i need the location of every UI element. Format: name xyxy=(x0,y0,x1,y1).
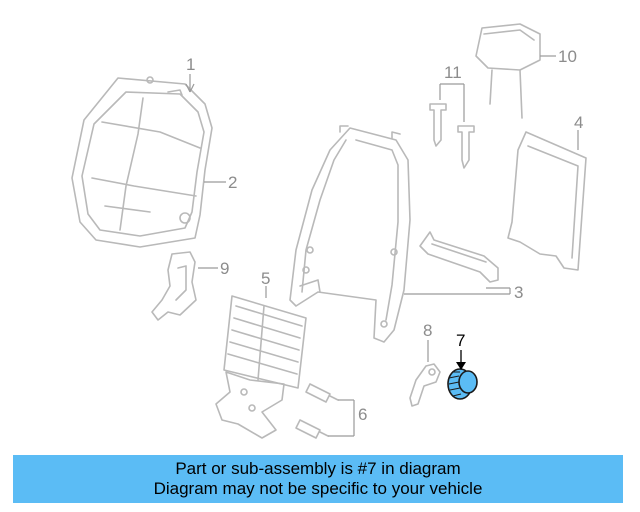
lumbar-support[interactable] xyxy=(215,295,307,439)
caption-line-part: Part or sub-assembly is #7 in diagram xyxy=(175,459,461,478)
leader-lines xyxy=(185,55,579,437)
headrest-guides[interactable] xyxy=(429,103,475,169)
callout-5: 5 xyxy=(261,269,270,288)
callout-4: 4 xyxy=(574,113,583,132)
clips[interactable] xyxy=(295,383,339,439)
seat-back-frame[interactable] xyxy=(289,125,411,343)
callout-10: 10 xyxy=(558,47,577,66)
callout-1: 1 xyxy=(186,55,195,74)
callout-11: 11 xyxy=(444,63,462,82)
callout-9: 9 xyxy=(220,259,229,278)
callout-7: 7 xyxy=(456,331,465,350)
frame-bracket[interactable] xyxy=(419,231,499,283)
callout-8: 8 xyxy=(423,321,432,340)
caption-line-disclaimer: Diagram may not be specific to your vehi… xyxy=(153,479,483,498)
backing-panel[interactable] xyxy=(507,131,587,271)
recliner-handle[interactable] xyxy=(409,363,441,407)
adjustment-knob-highlighted[interactable] xyxy=(447,368,478,400)
callout-6: 6 xyxy=(358,405,367,424)
caption-banner: Part or sub-assembly is #7 in diagram Di… xyxy=(13,455,623,503)
side-trim-panel[interactable] xyxy=(151,251,197,321)
callout-2: 2 xyxy=(228,173,237,192)
headrest[interactable] xyxy=(475,23,541,119)
seat-back-cushion[interactable] xyxy=(71,76,213,248)
callout-3: 3 xyxy=(514,283,523,302)
exploded-seat-diagram: 1 2 3 4 5 6 7 8 9 10 11 xyxy=(71,23,587,439)
